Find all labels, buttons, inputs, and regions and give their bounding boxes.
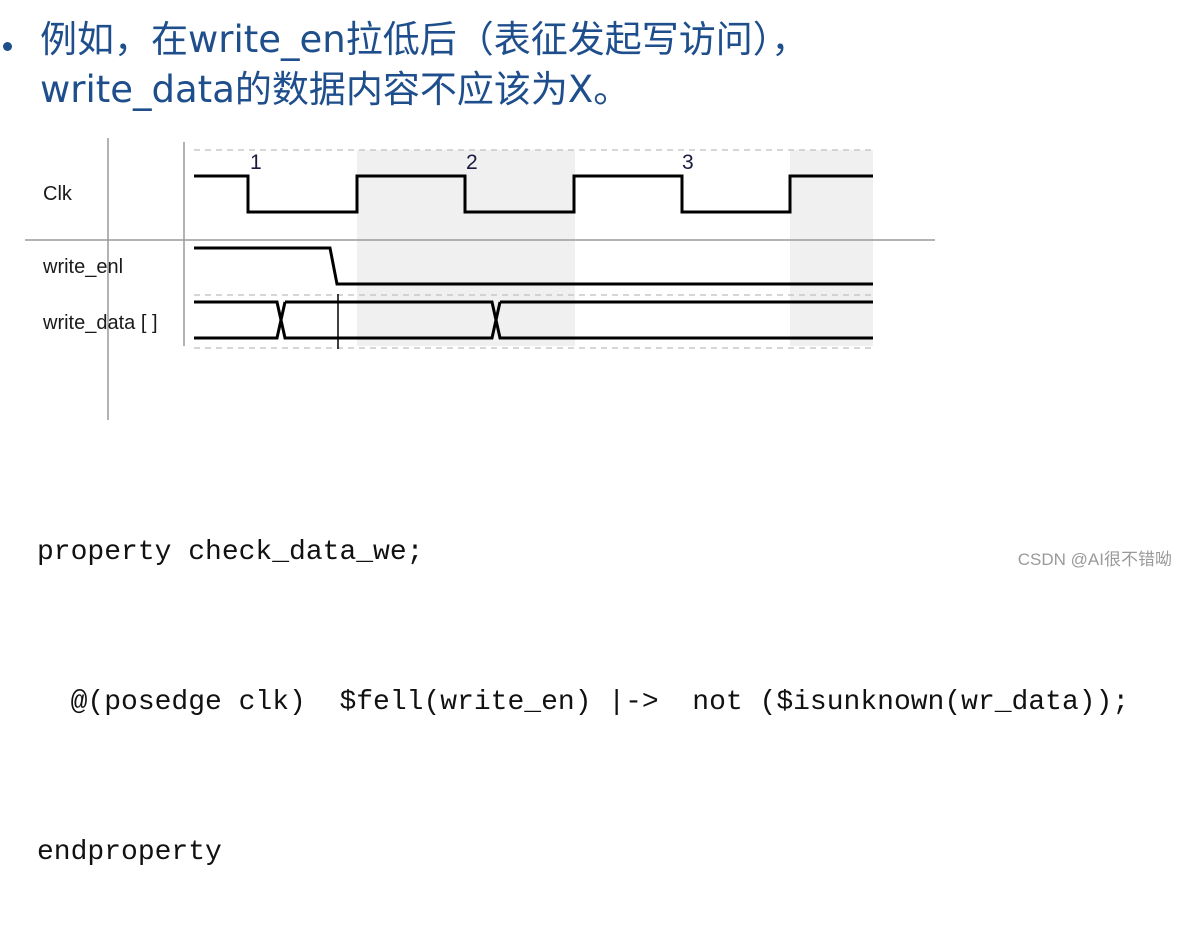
clk-trace (194, 174, 873, 214)
code-line-3: endproperty (37, 837, 222, 868)
title-line-2: write_data的数据内容不应该为X。 (40, 68, 631, 111)
dashed-guides (194, 149, 873, 349)
title-line-1: 例如，在write_en拉低后（表征发起写访问）， (40, 18, 809, 61)
edge-label-1: 1 (250, 151, 262, 174)
code-line-1: property check_data_we; (37, 537, 424, 568)
shade-band-2 (790, 150, 873, 346)
timing-diagram: Clk write_enl write_data [ ] 1 2 3 (0, 0, 1186, 430)
write-enl-trace (194, 246, 873, 286)
edge-label-3: 3 (682, 151, 694, 174)
bullet-icon (3, 42, 12, 51)
write-data-bus (194, 300, 873, 340)
signal-label-write-enl: write_enl (43, 256, 124, 278)
watermark: CSDN @AI很不错呦 (1017, 550, 1172, 569)
waveform-svg (25, 138, 935, 420)
code-line-2: @(posedge clk) $fell(write_en) |-> not (… (37, 687, 1130, 718)
sva-code-block: property check_data_we; @(posedge clk) $… (37, 428, 1129, 928)
edge-label-2: 2 (466, 151, 478, 174)
signal-label-clk: Clk (43, 183, 72, 205)
signal-label-write-data: write_data [ ] (43, 312, 158, 334)
grid-lines (25, 138, 935, 420)
